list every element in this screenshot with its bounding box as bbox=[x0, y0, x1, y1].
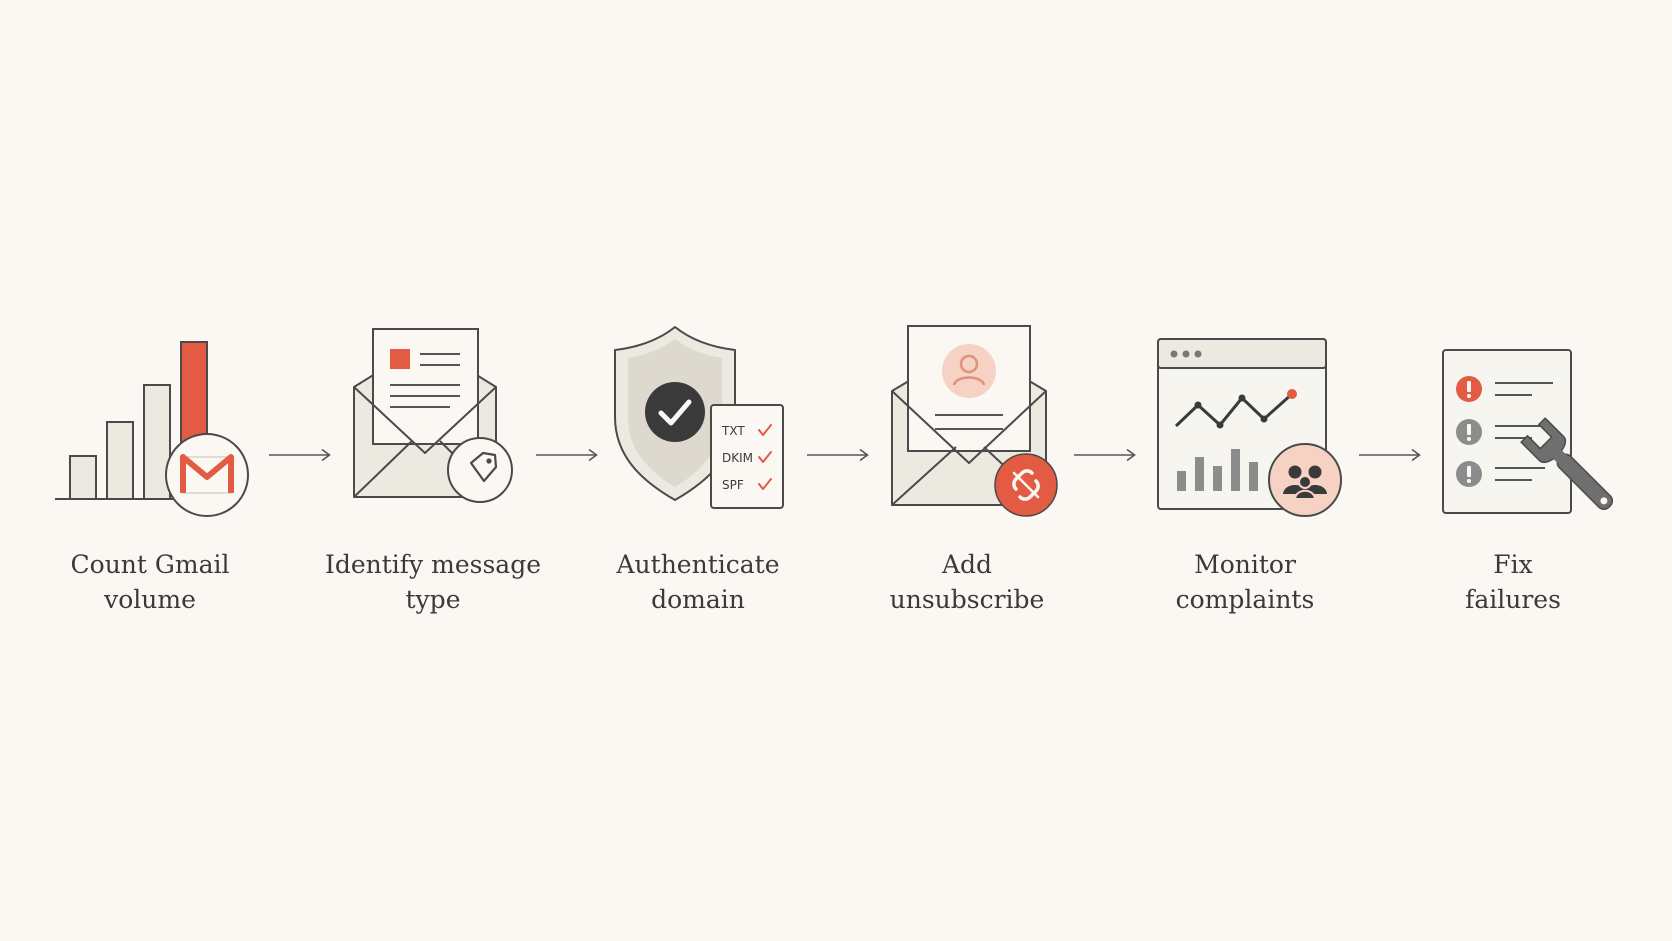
record-txt: TXT bbox=[721, 424, 745, 438]
arrow-2 bbox=[536, 448, 598, 462]
bar-chart-gmail-icon bbox=[55, 341, 249, 517]
step-label-add-unsubscribe: Add unsubscribe bbox=[889, 550, 1045, 614]
record-dkim: DKIM bbox=[722, 451, 753, 465]
arrow-5 bbox=[1359, 448, 1421, 462]
arrow-3 bbox=[807, 448, 869, 462]
step-label-count-gmail-volume: Count Gmail volume bbox=[70, 550, 230, 614]
shield-checklist-icon: TXT DKIM SPF bbox=[614, 326, 784, 509]
envelope-tag-icon bbox=[353, 328, 513, 503]
step-label-monitor-complaints: Monitor complaints bbox=[1175, 550, 1315, 614]
step-label-authenticate-domain: Authenticate domain bbox=[616, 550, 780, 614]
envelope-unlink-icon bbox=[891, 325, 1058, 517]
dashboard-users-icon bbox=[1157, 338, 1342, 517]
arrow-1 bbox=[269, 448, 331, 462]
report-wrench-icon bbox=[1442, 349, 1614, 514]
record-spf: SPF bbox=[722, 478, 744, 492]
step-label-fix-failures: Fix failures bbox=[1465, 550, 1561, 614]
arrow-4 bbox=[1074, 448, 1136, 462]
step-label-identify-message-type: Identify message type bbox=[324, 550, 541, 614]
